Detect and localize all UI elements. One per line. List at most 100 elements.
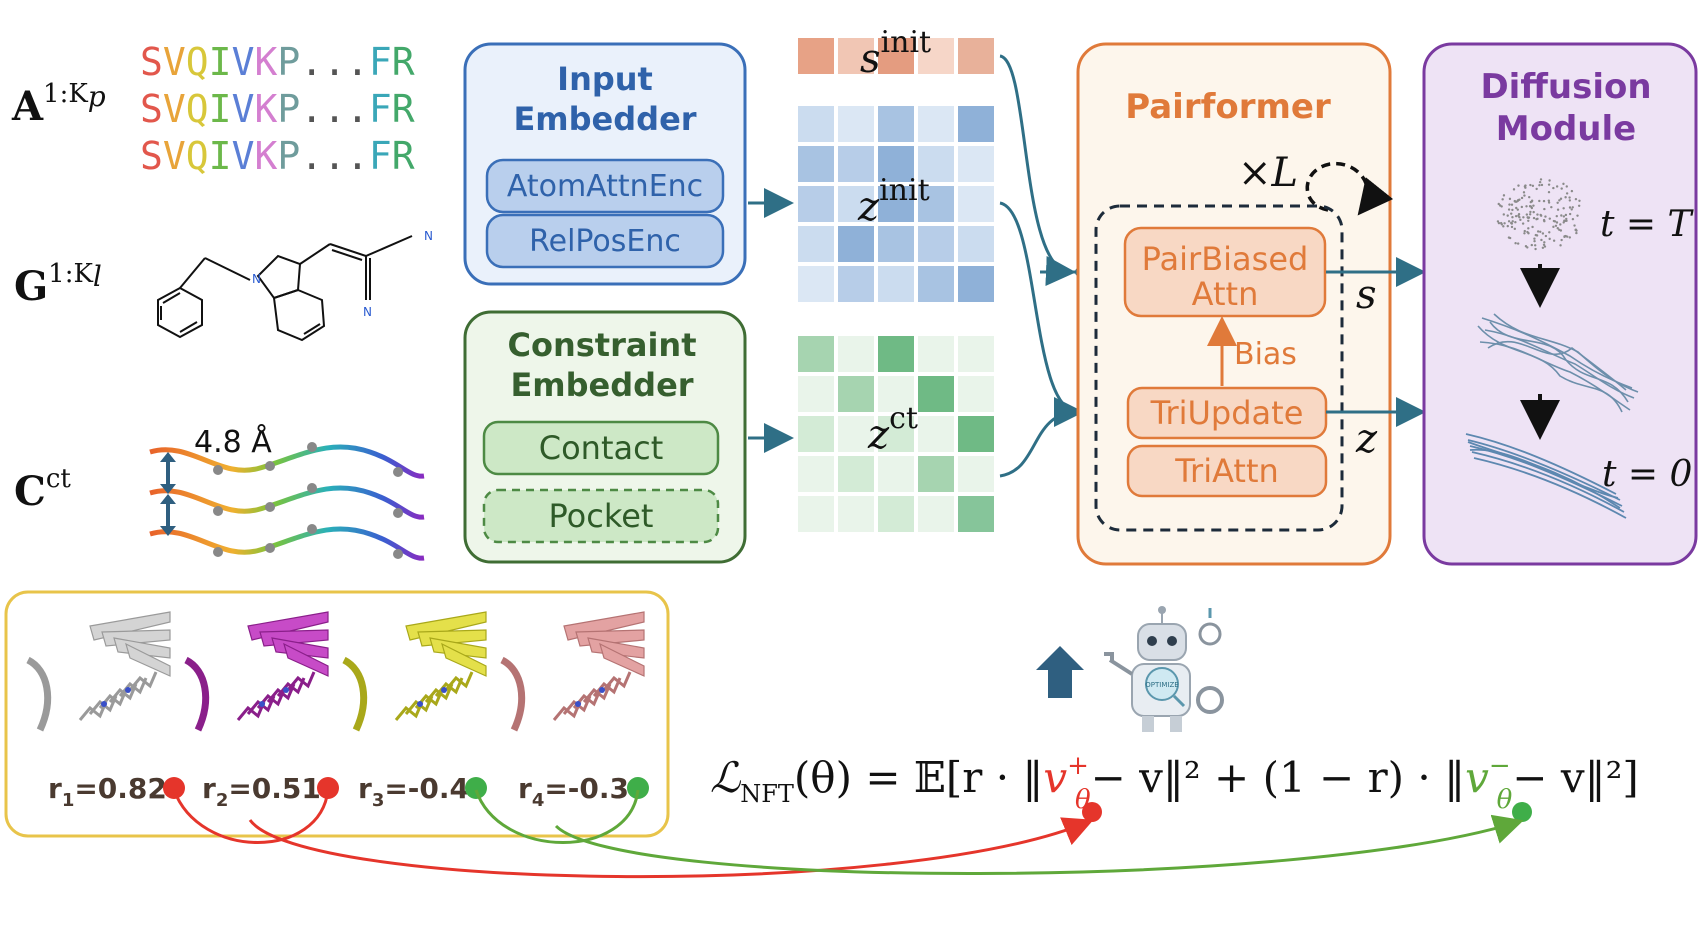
- noise-point: [1529, 183, 1532, 187]
- matrix-cell: [878, 226, 914, 262]
- matrix-cell: [798, 336, 834, 372]
- noise-point: [1525, 213, 1529, 216]
- matrix-cell: [838, 416, 874, 452]
- noise-point: [1516, 242, 1520, 245]
- noise-point: [1507, 220, 1511, 223]
- noise-point: [1547, 199, 1551, 202]
- noise-point: [1556, 227, 1559, 230]
- noise-point: [1538, 180, 1542, 184]
- matrix-cell: [838, 106, 874, 142]
- positive-velocity-dot: [1082, 802, 1102, 822]
- matrix-cell: [878, 146, 914, 182]
- pairformer: Pairformer ×L PairBiased Attn Bias TriUp…: [1076, 42, 1394, 566]
- noise-point: [1559, 197, 1563, 200]
- matrix-cell: [918, 38, 954, 74]
- matrix-cell: [878, 186, 914, 222]
- noise-point: [1528, 213, 1532, 216]
- noise-point: [1556, 208, 1560, 211]
- noise-point: [1517, 214, 1520, 217]
- pairformer-title: Pairformer: [1125, 87, 1331, 127]
- matrix-cell: [838, 376, 874, 412]
- loop-icon: [1305, 162, 1394, 216]
- noise-point: [1502, 213, 1505, 216]
- noise-point: [1539, 214, 1543, 217]
- partially-denoised-structure-image: [1477, 313, 1639, 413]
- matrix-cell: [958, 336, 994, 372]
- noise-point: [1568, 206, 1572, 209]
- matrix-cell: [918, 376, 954, 412]
- sequence-row: SVQIVKP...FR: [140, 134, 415, 178]
- matrix-cell: [878, 336, 914, 372]
- noise-point: [1540, 238, 1543, 242]
- matrix-cell: [838, 456, 874, 492]
- repeat-label: ×L: [1238, 150, 1298, 196]
- constraint-embedder: Constraint Embedder Contact Pocket: [463, 310, 747, 564]
- diffusion-module: Diffusion Module t = T t = 0: [1422, 42, 1698, 566]
- noise-point: [1520, 205, 1524, 209]
- noise-point: [1527, 219, 1530, 222]
- noise-point: [1530, 243, 1534, 247]
- matrix-cell: [798, 186, 834, 222]
- optimize-badge-text: OPTIMIZE: [1145, 681, 1178, 689]
- noise-point: [1576, 214, 1579, 217]
- noise-point: [1574, 197, 1578, 201]
- noise-point: [1560, 238, 1563, 242]
- noise-point: [1508, 236, 1512, 240]
- matrix-cell: [798, 146, 834, 182]
- update-arrow-icon: [1036, 646, 1084, 698]
- matrix-cell: [918, 226, 954, 262]
- noise-point: [1575, 231, 1578, 235]
- z-init-feature-matrix: [798, 106, 994, 302]
- noise-point: [1547, 201, 1551, 204]
- reward-label: r3=-0.4: [358, 772, 469, 811]
- noise-point: [1535, 218, 1538, 221]
- matrix-cell: [838, 38, 874, 74]
- noise-point: [1536, 230, 1540, 233]
- s-init-feature-row: [798, 38, 994, 74]
- noise-point: [1573, 224, 1576, 227]
- noise-point: [1501, 198, 1504, 201]
- matrix-cell: [918, 496, 954, 532]
- noise-point: [1526, 216, 1530, 220]
- noise-point: [1510, 203, 1514, 206]
- nitrogen-atom-label: N: [424, 229, 433, 243]
- reward-label: r4=-0.3: [518, 772, 629, 811]
- z-ct-label: zct: [867, 401, 918, 458]
- noise-point: [1517, 184, 1520, 187]
- noise-point: [1560, 187, 1563, 190]
- matrix-cell: [838, 226, 874, 262]
- noise-point: [1539, 230, 1542, 233]
- final-structure-image: [1465, 433, 1627, 519]
- reward-dot: [317, 777, 339, 799]
- z-init-label: zinit: [857, 173, 930, 230]
- noise-point: [1542, 243, 1546, 246]
- noise-point: [1534, 233, 1538, 237]
- constraint-beads: [213, 442, 403, 559]
- matrix-cell: [958, 416, 994, 452]
- noise-point: [1498, 204, 1502, 207]
- pair-biased-attn-label-line1: PairBiased: [1142, 240, 1309, 278]
- noise-point: [1510, 225, 1514, 229]
- noise-point: [1496, 220, 1500, 223]
- noise-point: [1562, 182, 1565, 186]
- optimizer-robot-icon: OPTIMIZE: [1104, 606, 1224, 732]
- noise-point: [1565, 185, 1568, 188]
- ligand-input: G1:Kl N N N: [14, 229, 433, 342]
- input-embedder-title-line1: Input: [557, 60, 653, 98]
- noise-point: [1560, 214, 1563, 217]
- noise-point: [1548, 217, 1551, 220]
- noise-point: [1506, 224, 1509, 228]
- noise-point: [1522, 216, 1525, 219]
- noise-point: [1543, 207, 1546, 211]
- protein-complex-image: [24, 611, 176, 750]
- noise-point: [1523, 185, 1527, 188]
- noise-point: [1564, 196, 1567, 199]
- noise-point: [1559, 244, 1562, 247]
- matrix-cell: [958, 106, 994, 142]
- noise-point: [1528, 205, 1532, 208]
- matrix-cell: [798, 106, 834, 142]
- matrix-cell: [958, 496, 994, 532]
- nft-loss-equation: ℒNFT(θ) = 𝔼[r · ‖v+θ− v‖² + (1 − r) · ‖v…: [710, 751, 1639, 815]
- noise-point: [1552, 239, 1556, 242]
- noise-point: [1532, 210, 1535, 214]
